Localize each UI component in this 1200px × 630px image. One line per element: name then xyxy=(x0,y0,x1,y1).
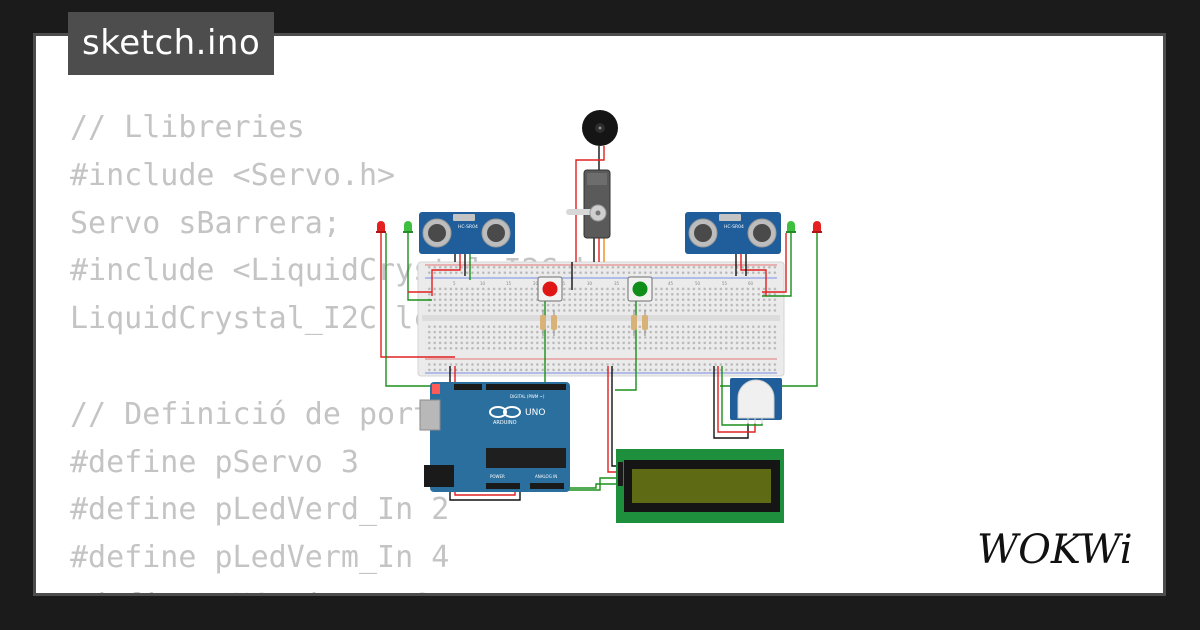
arduino-uno[interactable]: UNO ARDUINO DIGITAL (PWM ~) ANALOG IN PO… xyxy=(419,382,570,492)
breadboard-col-number: 5 xyxy=(453,281,456,286)
analog-pins-label: ANALOG IN xyxy=(535,474,557,479)
breadboard-col-number: 55 xyxy=(722,281,728,286)
file-tab[interactable]: sketch.ino xyxy=(68,12,275,75)
led-red-left[interactable] xyxy=(376,221,386,233)
breadboard[interactable]: 5 10 15 20 25 30 35 40 45 50 55 60 xyxy=(417,261,785,377)
breadboard-col-number: 20 xyxy=(533,281,539,286)
code-editor[interactable]: // Llibreries #include <Servo.h> Servo sBa… xyxy=(70,104,666,593)
breadboard-col-number: 35 xyxy=(614,281,620,286)
push-button-red[interactable] xyxy=(537,276,563,302)
wokwi-logo: WOKWi xyxy=(977,527,1133,573)
digital-pins-label: DIGITAL (PWM ~) xyxy=(510,394,545,399)
led-green-right[interactable] xyxy=(786,221,796,233)
code-line: #define pLedVerm_In 4 xyxy=(70,540,450,576)
breadboard-col-number: 45 xyxy=(668,281,674,286)
breadboard-col-number: 15 xyxy=(506,281,512,286)
code-line: // Llibreries xyxy=(70,110,305,145)
ultrasonic-label: HC-SR04 xyxy=(458,224,478,230)
wokwi-logo-text: WOKWi xyxy=(977,527,1133,573)
breadboard-col-number: 10 xyxy=(480,281,486,286)
board-model-label: UNO xyxy=(525,408,545,418)
push-button-green[interactable] xyxy=(627,276,653,302)
board-brand-label: ARDUINO xyxy=(493,420,517,426)
pir-motion-sensor[interactable] xyxy=(730,378,782,424)
servo-motor[interactable] xyxy=(566,169,611,239)
resistors xyxy=(540,310,648,336)
ultrasonic-sensor-left[interactable]: HC-SR04 xyxy=(419,212,515,254)
breadboard-col-number: 50 xyxy=(695,281,701,286)
code-line: #define pServo 3 xyxy=(70,444,359,480)
power-pins-label: POWER xyxy=(490,474,505,479)
code-line: Servo sBarrera; xyxy=(70,205,341,241)
breadboard-col-number: 60 xyxy=(748,281,754,286)
led-green-left[interactable] xyxy=(403,221,413,233)
ultrasonic-sensor-right[interactable]: HC-SR04 xyxy=(685,212,781,254)
buzzer[interactable] xyxy=(582,110,618,146)
breadboard-col-number: 30 xyxy=(587,281,593,286)
lcd-display[interactable] xyxy=(616,449,784,523)
ultrasonic-label: HC-SR04 xyxy=(724,224,744,230)
code-line: #define pLedVerd_In 2 xyxy=(70,492,450,528)
code-line: #include <Servo.h> xyxy=(70,157,396,193)
breadboard-col-number: 25 xyxy=(560,281,566,286)
code-line: #define pHCTrig_In 8 xyxy=(70,582,666,593)
led-red-right[interactable] xyxy=(812,221,822,233)
